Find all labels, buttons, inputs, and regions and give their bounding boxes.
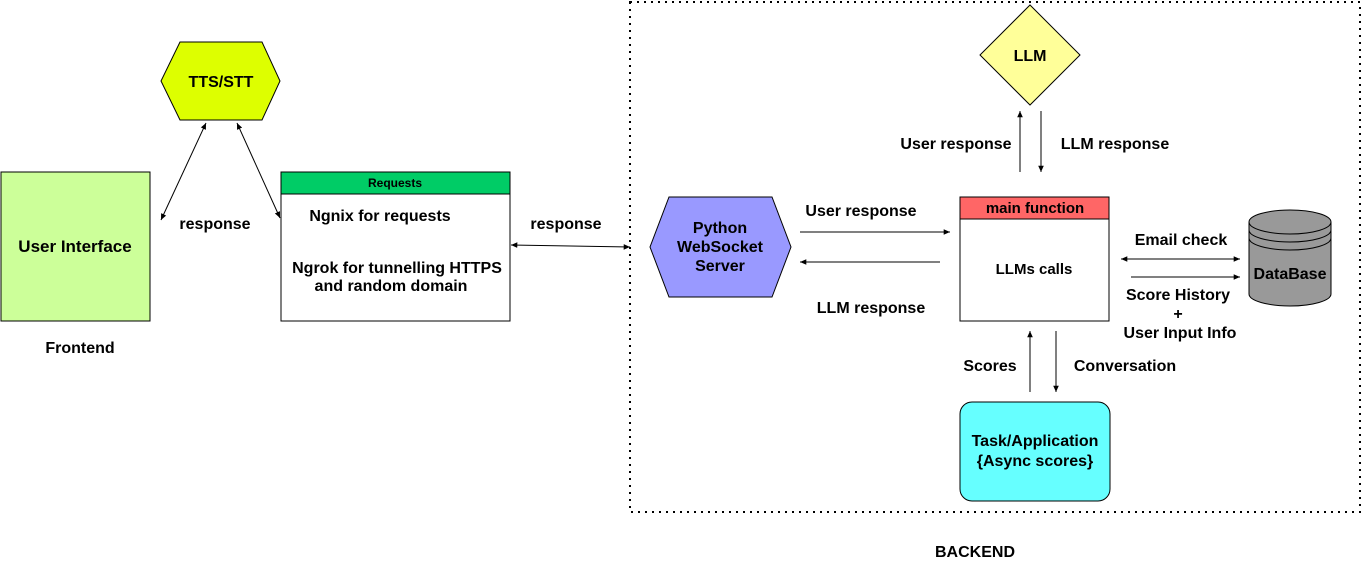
frontend-label: Frontend	[45, 340, 114, 357]
requests-node: Requests Ngnix for requests Ngrok for tu…	[280, 171, 511, 322]
requests-line-nginx: Ngnix for requests	[309, 208, 450, 225]
edge-label-score-plus: +	[1173, 306, 1182, 323]
edge-label-user-input-info: User Input Info	[1124, 325, 1237, 342]
main-function-node: main function LLMs calls	[959, 196, 1110, 322]
requests-line-ngrok: Ngrok for tunnelling HTTPS	[292, 260, 502, 277]
edge-label-llm-response-mid: LLM response	[817, 300, 926, 317]
task-line-1: Task/Application	[972, 433, 1099, 450]
python-line-3: Server	[695, 258, 745, 275]
tts-stt-label: TTS/STT	[189, 74, 254, 91]
user-interface-node: User Interface	[0, 171, 151, 322]
task-application-node: Task/Application {Async scores}	[959, 401, 1111, 502]
user-interface-label: User Interface	[18, 237, 131, 256]
edge-label-user-response-top: User response	[900, 136, 1011, 153]
edge-ui-tts	[160, 122, 207, 221]
main-function-body: LLMs calls	[996, 261, 1073, 278]
edge-label-email-check: Email check	[1135, 232, 1228, 249]
main-function-header: main function	[986, 200, 1084, 217]
edge-label-requests-response: response	[530, 216, 601, 233]
python-websocket-node: Python WebSocket Server	[649, 196, 792, 298]
edge-label-scores: Scores	[963, 358, 1016, 375]
edge-label-ui-tts-response: response	[179, 216, 250, 233]
edge-tts-requests	[236, 122, 281, 219]
database-node: DataBase	[1248, 209, 1332, 307]
llm-node: LLM	[979, 4, 1081, 106]
edge-label-user-response-mid: User response	[805, 203, 916, 220]
backend-label: BACKEND	[935, 544, 1015, 561]
edge-label-llm-response-top: LLM response	[1061, 136, 1170, 153]
edge-label-conversation: Conversation	[1074, 358, 1176, 375]
task-line-2: {Async scores}	[977, 453, 1094, 470]
llm-label: LLM	[1014, 48, 1047, 65]
backend-boundary	[629, 1, 1361, 513]
tts-stt-node: TTS/STT	[160, 41, 281, 121]
database-label: DataBase	[1254, 266, 1327, 283]
python-line-2: WebSocket	[677, 239, 764, 256]
python-line-1: Python	[693, 220, 747, 237]
edge-requests-backend	[510, 242, 631, 250]
requests-line-domain: and random domain	[315, 278, 468, 295]
requests-header: Requests	[368, 176, 422, 190]
edge-label-score-history: Score History	[1126, 287, 1230, 304]
